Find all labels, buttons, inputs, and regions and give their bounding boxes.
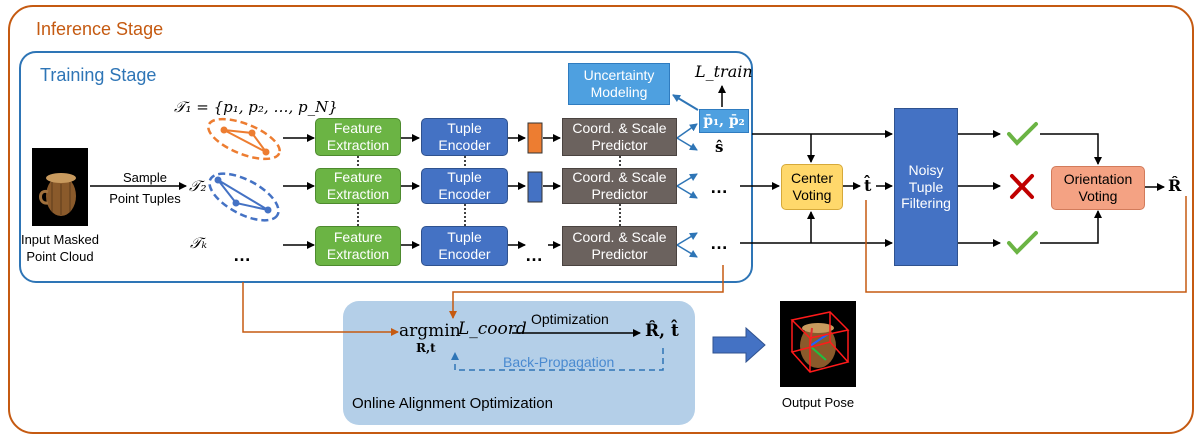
tuple-encoder-2: Tuple Encoder	[421, 168, 508, 204]
uncertainty-modeling: Uncertainty Modeling	[568, 63, 670, 105]
s-hat-output: ŝ	[715, 138, 724, 156]
sample-label-line1: Sample	[122, 170, 168, 185]
t-hat-output: t̂	[864, 176, 872, 195]
input-label-line1: Input Masked	[20, 232, 100, 247]
inference-stage-title: Inference Stage	[36, 19, 164, 39]
optimization-label: Optimization	[531, 311, 609, 327]
optimization-result: R̂, t̂	[645, 321, 679, 341]
tuple1-triangle	[223, 129, 267, 153]
argmin-label: argmin	[399, 321, 461, 341]
check-icon	[1007, 231, 1038, 255]
input-label-line2: Point Cloud	[26, 249, 94, 264]
tuple-ellipsis: …	[233, 245, 251, 265]
output-arrow	[712, 326, 766, 364]
l-train-label: L_train	[695, 62, 753, 81]
feature-extraction-2: Feature Extraction	[315, 168, 401, 204]
check-icon	[1007, 122, 1038, 146]
backprop-label: Back-Propagation	[503, 354, 615, 370]
tuple1-label: 𝒯₁ = {p₁, p₂, …, p_N}	[174, 98, 338, 116]
cross-icon	[1010, 174, 1034, 199]
training-stage-title: Training Stage	[40, 65, 157, 85]
predictor-2: Coord. & Scale Predictor	[562, 168, 677, 204]
online-stage-frame	[343, 301, 695, 425]
tuple-encoder-1: Tuple Encoder	[421, 118, 508, 156]
row2-ellipsis: …	[710, 177, 728, 197]
inference-stage-frame	[8, 5, 1194, 434]
output-pose-label: Output Pose	[781, 395, 855, 410]
tuple1-ellipse	[207, 117, 281, 161]
training-stage-frame	[19, 51, 753, 283]
tuple2-label: 𝒯₂	[189, 177, 207, 195]
online-stage-title: Online Alignment Optimization	[352, 395, 553, 412]
tuple2-triangle	[217, 179, 269, 211]
rowk-ellipsis: …	[710, 233, 728, 253]
encoder-ellipsis: …	[525, 245, 543, 265]
orientation-voting: Orientation Voting	[1051, 166, 1145, 210]
tuple2-ellipse	[208, 172, 280, 222]
argmin-subscript: R,t	[416, 341, 436, 355]
feature-bar-orange	[527, 122, 543, 154]
predictor-k: Coord. & Scale Predictor	[562, 226, 677, 266]
r-hat-output: R̂	[1168, 176, 1182, 195]
l-coord-label: L_coord	[458, 319, 527, 339]
center-voting: Center Voting	[781, 164, 843, 210]
noisy-tuple-filtering: Noisy Tuple Filtering	[894, 108, 958, 266]
sample-label-line2: Point Tuples	[109, 191, 181, 206]
feature-extraction-1: Feature Extraction	[315, 118, 401, 156]
tuple-encoder-k: Tuple Encoder	[421, 226, 508, 266]
feature-bar-blue	[527, 171, 543, 203]
feature-extraction-k: Feature Extraction	[315, 226, 401, 266]
tuplek-label: 𝒯ₖ	[190, 234, 207, 252]
p-bar-output: p̄₁, p̄₂	[699, 109, 749, 133]
predictor-1: Coord. & Scale Predictor	[562, 118, 677, 156]
